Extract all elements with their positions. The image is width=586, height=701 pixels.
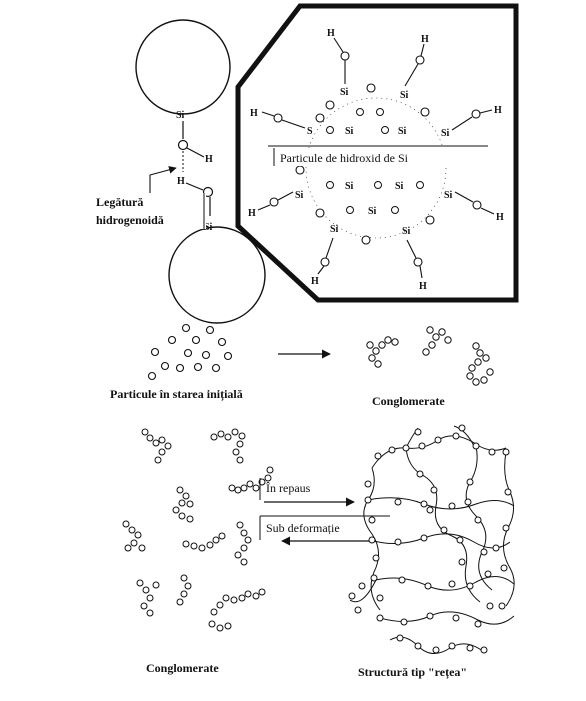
- svg-text:Si: Si: [368, 206, 377, 217]
- svg-text:H: H: [494, 105, 502, 116]
- lower-silica-particle: [168, 226, 266, 324]
- svg-text:Si: Si: [402, 226, 411, 237]
- peripheral-oh-groups: [257, 37, 495, 279]
- ring-si-atoms: Si Si S Si Si Si Si Si: [295, 87, 453, 237]
- hydroxide-particle-panel: Si Si S Si Si Si Si Si: [235, 3, 519, 303]
- atom-o-upper: [177, 139, 189, 151]
- middle-conglomerates: [366, 326, 494, 386]
- network-nodes: [348, 424, 512, 654]
- svg-text:Si: Si: [295, 190, 304, 201]
- particle-outline: [305, 97, 447, 239]
- atom-si-upper: Si: [176, 110, 185, 121]
- particle-label-strip: [268, 148, 488, 166]
- hydrogen-bond-illustration: Si H H Si Legătură hidrogenoidă: [94, 19, 266, 324]
- svg-text:Si: Si: [395, 181, 404, 192]
- process-arrows: În repaus Sub deformație: [259, 478, 390, 546]
- peripheral-h-atoms: H H H H H H H H: [248, 28, 504, 292]
- network-label: Structură tip "rețea": [358, 665, 467, 680]
- atom-si-lower: Si: [204, 222, 213, 233]
- svg-text:H: H: [327, 28, 335, 39]
- middle-conglomerate-label: Conglomerate: [372, 394, 445, 408]
- atom-h-bond: H: [177, 176, 185, 187]
- svg-text:Si: Si: [340, 87, 349, 98]
- atom-h-upper: H: [205, 154, 213, 165]
- particle-label: Particule de hidroxid de Si: [280, 151, 409, 165]
- bottom-conglomerates: [122, 428, 274, 632]
- deform-label: Sub deformație: [266, 521, 340, 535]
- svg-text:Si: Si: [444, 190, 453, 201]
- initial-state-label: Particule în starea inițială: [110, 387, 243, 402]
- svg-text:H: H: [496, 212, 504, 223]
- svg-text:H: H: [311, 276, 319, 287]
- initial-particles: [147, 323, 233, 381]
- svg-text:Si: Si: [441, 128, 450, 139]
- svg-text:Si: Si: [400, 90, 409, 101]
- bond-label-line1: Legătură: [96, 195, 143, 209]
- svg-text:H: H: [248, 208, 256, 219]
- svg-text:Si: Si: [330, 224, 339, 235]
- svg-text:H: H: [419, 281, 427, 292]
- svg-text:Si: Si: [345, 181, 354, 192]
- bond-label-arrow: [149, 166, 177, 200]
- inner-core-atoms: Si Si Si Si Si: [326, 108, 424, 217]
- svg-text:S: S: [307, 126, 313, 137]
- bond-label-box: [94, 193, 206, 229]
- svg-text:Si: Si: [345, 126, 354, 137]
- upper-silica-particle: [135, 19, 231, 115]
- bottom-conglomerate-label: Conglomerate: [146, 661, 219, 675]
- svg-text:H: H: [421, 34, 429, 45]
- bond-label-line2: hidrogenoidă: [96, 213, 164, 227]
- svg-text:H: H: [250, 108, 258, 119]
- rest-label: În repaus: [266, 481, 311, 495]
- svg-text:Si: Si: [398, 126, 407, 137]
